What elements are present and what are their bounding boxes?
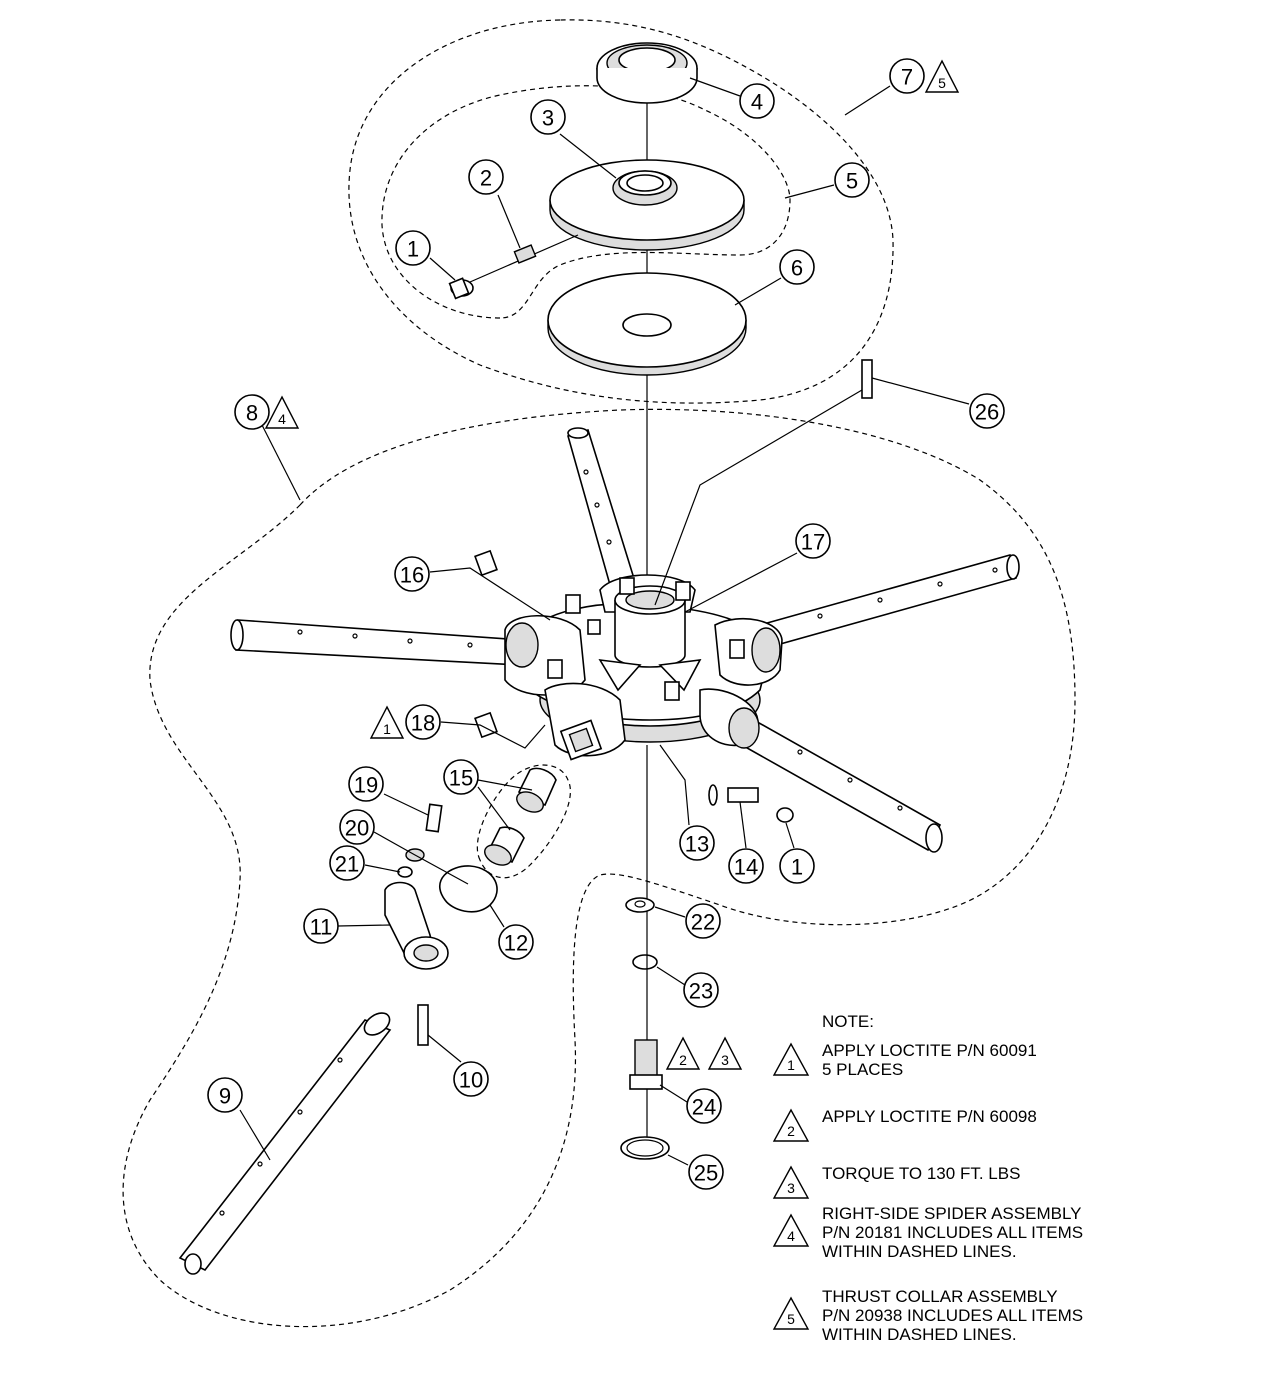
callout-26: 26	[969, 393, 1005, 429]
svg-text:2: 2	[787, 1123, 795, 1139]
note-triangle-3: 3	[707, 1036, 743, 1070]
spider-hub	[504, 574, 783, 761]
svg-text:9: 9	[219, 1084, 231, 1109]
callout-21: 21	[329, 845, 365, 881]
svg-text:5: 5	[846, 169, 858, 194]
svg-text:1: 1	[787, 1057, 795, 1073]
note-4-text: RIGHT-SIDE SPIDER ASSEMBLY	[822, 1204, 1082, 1223]
note-triangle-5: 5	[924, 59, 960, 93]
svg-text:8: 8	[246, 401, 258, 426]
svg-text:5: 5	[938, 75, 946, 91]
svg-text:20: 20	[345, 816, 369, 841]
svg-text:2: 2	[679, 1052, 687, 1068]
note-2-text: APPLY LOCTITE P/N 60098	[822, 1107, 1037, 1126]
svg-text:3: 3	[721, 1052, 729, 1068]
callout-9: 9	[207, 1077, 243, 1113]
note-4-text-3: WITHIN DASHED LINES.	[822, 1242, 1017, 1261]
callout-1: 1	[395, 230, 431, 266]
callout-7: 7	[889, 58, 925, 94]
svg-text:3: 3	[787, 1180, 795, 1196]
spider-arm-front-right	[731, 713, 943, 853]
svg-text:12: 12	[504, 931, 528, 956]
note-4-text-2: P/N 20181 INCLUDES ALL ITEMS	[822, 1223, 1084, 1242]
svg-text:2: 2	[480, 166, 492, 191]
callout-5: 5	[834, 162, 870, 198]
note-5-text-3: WITHIN DASHED LINES.	[822, 1325, 1017, 1344]
callout-19: 19	[348, 766, 384, 802]
spider-arm-front-left	[178, 1012, 392, 1275]
svg-text:1: 1	[407, 237, 419, 262]
svg-text:16: 16	[400, 563, 424, 588]
thrust-collar-inner-boundary	[381, 85, 791, 319]
svg-text:13: 13	[685, 832, 709, 857]
svg-text:17: 17	[801, 530, 825, 555]
svg-text:21: 21	[335, 852, 359, 877]
note-1: 1 APPLY LOCTITE P/N 60091 5 PLACES	[770, 1041, 1240, 1079]
spider-arm-left	[230, 619, 523, 666]
svg-text:18: 18	[411, 711, 435, 736]
callout-16: 16	[394, 556, 430, 592]
callout-12: 12	[498, 924, 534, 960]
note-triangle-4: 4	[264, 395, 300, 429]
note-triangle-2: 2	[665, 1036, 701, 1070]
svg-text:1: 1	[383, 721, 391, 737]
note-triangle-1: 1	[369, 705, 405, 739]
note-1-text-2: 5 PLACES	[822, 1060, 904, 1079]
svg-text:22: 22	[691, 910, 715, 935]
svg-text:14: 14	[734, 855, 758, 880]
svg-text:15: 15	[449, 766, 473, 791]
leader-lines	[239, 77, 970, 1166]
callout-1: 1	[779, 848, 815, 884]
callout-17: 17	[795, 523, 831, 559]
note-5: 5 THRUST COLLAR ASSEMBLY P/N 20938 INCLU…	[770, 1287, 1240, 1344]
note-3-text: TORQUE TO 130 FT. LBS	[822, 1164, 1021, 1183]
svg-text:26: 26	[975, 400, 999, 425]
notes-panel: NOTE: 1 APPLY LOCTITE P/N 60091 5 PLACES…	[770, 1012, 1240, 1365]
callout-6: 6	[779, 249, 815, 285]
callout-23: 23	[683, 972, 719, 1008]
svg-text:7: 7	[901, 65, 913, 90]
svg-text:5: 5	[787, 1311, 795, 1327]
note-2: 2 APPLY LOCTITE P/N 60098	[770, 1107, 1240, 1142]
svg-text:4: 4	[787, 1228, 795, 1244]
svg-text:11: 11	[310, 915, 333, 940]
note-3: 3 TORQUE TO 130 FT. LBS	[770, 1164, 1240, 1199]
svg-text:1: 1	[791, 855, 803, 880]
callout-11: 11	[303, 908, 339, 944]
callout-24: 24	[686, 1088, 722, 1124]
callout-2: 2	[468, 159, 504, 195]
callout-4: 4	[739, 83, 775, 119]
svg-text:3: 3	[542, 106, 554, 131]
svg-text:24: 24	[692, 1095, 716, 1120]
callout-3: 3	[530, 99, 566, 135]
callout-8: 8	[234, 394, 270, 430]
svg-text:19: 19	[354, 773, 378, 798]
spider-arm-back	[567, 427, 638, 593]
callout-14: 14	[728, 848, 764, 884]
callout-25: 25	[688, 1154, 724, 1190]
svg-text:6: 6	[791, 256, 803, 281]
svg-text:4: 4	[278, 411, 286, 427]
callout-22: 22	[685, 903, 721, 939]
callout-18: 18	[405, 704, 441, 740]
spider-arm-right	[759, 554, 1020, 649]
thrust-collar-boundary	[348, 19, 894, 404]
callout-10: 10	[453, 1061, 489, 1097]
note-5-text: THRUST COLLAR ASSEMBLY	[822, 1287, 1058, 1306]
note-1-text: APPLY LOCTITE P/N 60091	[822, 1041, 1037, 1060]
svg-text:4: 4	[751, 90, 763, 115]
note-4: 4 RIGHT-SIDE SPIDER ASSEMBLY P/N 20181 I…	[770, 1204, 1240, 1261]
spider-assembly-boundary	[122, 408, 1076, 1328]
svg-text:25: 25	[694, 1161, 718, 1186]
svg-text:10: 10	[459, 1068, 483, 1093]
note-5-text-2: P/N 20938 INCLUDES ALL ITEMS	[822, 1306, 1084, 1325]
notes-heading: NOTE:	[822, 1012, 874, 1031]
callout-13: 13	[679, 825, 715, 861]
callout-15: 15	[443, 759, 479, 795]
callout-20: 20	[339, 809, 375, 845]
svg-text:23: 23	[689, 979, 713, 1004]
